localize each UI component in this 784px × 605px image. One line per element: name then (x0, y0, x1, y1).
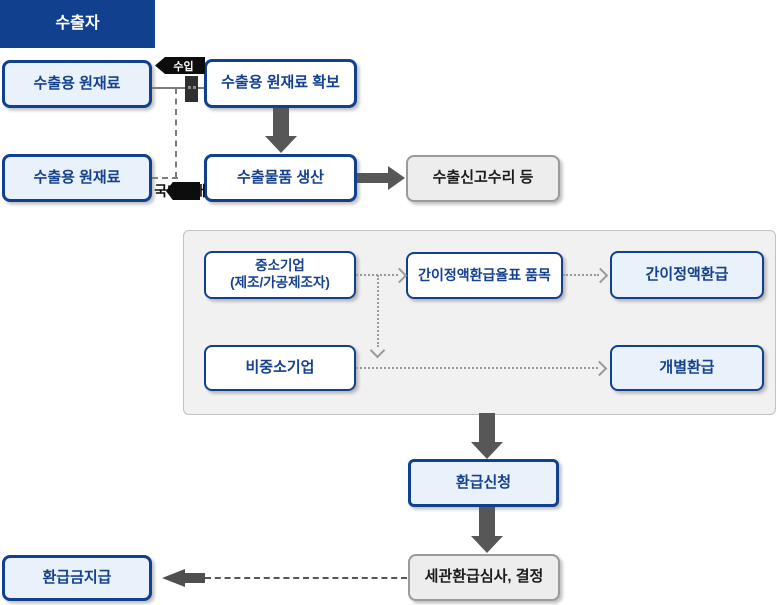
export-clearance-label: 수출신고수리 등 (432, 169, 534, 187)
export-clearance-box: 수출신고수리 등 (406, 155, 560, 202)
arrow-head-down (471, 442, 503, 459)
individual-refund-box: 개별환급 (610, 345, 764, 391)
dotted-line-items-to-flatrate (563, 274, 599, 276)
connector-line-vertical (175, 88, 177, 178)
raw-material-top-label: 수출용 원재료 (33, 74, 121, 92)
connector-node-dot (193, 86, 196, 89)
arrow-shaft (184, 573, 205, 583)
flat-rate-items-label: 간이정액환급율표 품목 (418, 266, 551, 283)
connector-node-dot (188, 86, 191, 89)
raw-material-box-top: 수출용 원재료 (2, 60, 152, 108)
domestic-purchase-label: 국내구매 (154, 183, 206, 199)
dotted-line-nonsme-to-individual (356, 367, 598, 369)
down-arrow-application-to-review (471, 507, 503, 553)
produce-goods-box: 수출물품 생산 (204, 154, 357, 202)
flat-rate-items-box: 간이정액환급율표 품목 (406, 252, 563, 299)
left-arrow-to-payment (162, 569, 205, 587)
down-arrow-panel-to-application (471, 413, 503, 459)
domestic-purchase-arrow: 국내구매 (151, 181, 209, 201)
refund-application-box: 환급신청 (408, 459, 559, 507)
secure-materials-label: 수출용 원재료 확보 (221, 74, 340, 92)
sme-label-line1: 중소기업 (255, 258, 305, 274)
produce-goods-label: 수출물품 생산 (237, 168, 324, 186)
arrow-head-down (471, 536, 503, 553)
exporter-header-label: 수출자 (55, 15, 100, 32)
right-arrow-produce-to-clearance (357, 166, 406, 190)
down-arrow-secure-to-produce (265, 108, 297, 153)
connector-line-top (152, 87, 204, 89)
arrow-head-right (388, 166, 405, 190)
raw-material-bottom-label: 수출용 원재료 (33, 168, 121, 186)
dotted-line-sme-down (377, 275, 379, 347)
refund-application-label: 환급신청 (455, 473, 512, 491)
domestic-purchase-arrow-shape (166, 182, 200, 200)
arrow-shaft (273, 108, 289, 137)
arrow-shaft (479, 413, 495, 443)
flat-rate-refund-label: 간이정액환급 (645, 265, 729, 283)
import-label: 수입 (173, 60, 194, 73)
flat-rate-refund-box: 간이정액환급 (610, 251, 764, 299)
arrow-head-down (265, 136, 297, 153)
dashed-line-review-to-payment (205, 577, 407, 579)
arrow-shaft (357, 173, 389, 183)
non-sme-label: 비중소기업 (245, 358, 315, 376)
arrow-shaft (479, 507, 495, 537)
connector-line-bottom (152, 177, 178, 179)
arrow-head-left (162, 569, 185, 587)
individual-refund-label: 개별환급 (659, 358, 715, 376)
refund-payment-label: 환급금지급 (42, 568, 112, 586)
connector-node (185, 76, 198, 102)
customs-review-label: 세관환급심사, 결정 (424, 568, 544, 586)
secure-materials-box: 수출용 원재료 확보 (204, 59, 357, 108)
non-sme-box: 비중소기업 (204, 345, 356, 391)
exporter-header: 수출자 (0, 0, 155, 48)
import-arrow-shape (155, 57, 205, 74)
sme-label-line2: (제조/가공제조자) (230, 275, 330, 290)
raw-material-box-bottom: 수출용 원재료 (2, 154, 152, 202)
refund-payment-box: 환급금지급 (2, 555, 152, 601)
import-arrow: 수입 (155, 57, 205, 74)
sme-box: 중소기업 (제조/가공제조자) (204, 251, 356, 299)
customs-review-box: 세관환급심사, 결정 (408, 554, 560, 601)
